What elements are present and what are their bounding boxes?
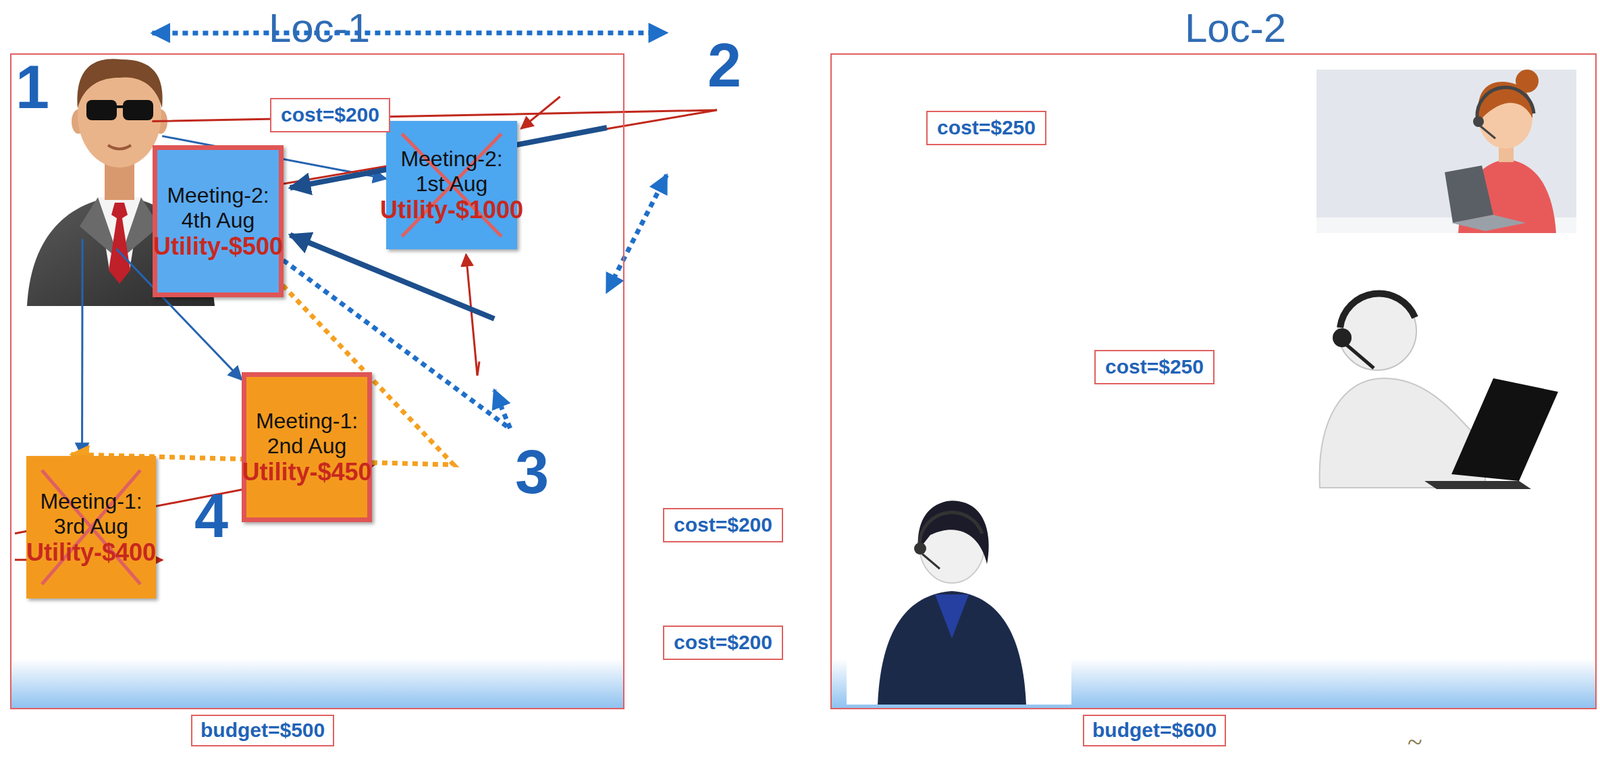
operator-woman-figure <box>1479 125 1496 139</box>
operator-man-figure <box>1332 328 1352 348</box>
cost-label: cost=$200 <box>662 625 784 660</box>
operator-woman-figure <box>914 542 927 555</box>
utility-value: Utility-$450 <box>241 458 372 486</box>
businessman-figure <box>86 99 117 121</box>
person-node: 3 <box>479 230 730 435</box>
operator-woman-figure <box>1451 214 1526 231</box>
businessman-figure <box>122 99 154 121</box>
utility-value: Utility-$500 <box>153 232 283 260</box>
region-ground <box>11 658 624 708</box>
operator-woman-figure <box>1477 87 1534 119</box>
meeting-box: Meeting-1: 2nd AugUtility-$450 <box>241 371 372 522</box>
operator-woman-figure <box>846 484 1072 705</box>
utility-value: Utility-$400 <box>26 538 156 566</box>
operator-woman-figure <box>1473 116 1484 127</box>
callout-number: 3 <box>515 441 549 503</box>
operator-woman-figure <box>935 594 969 638</box>
operator-woman-figure <box>1316 69 1577 233</box>
meeting-title: Meeting-1: 2nd Aug <box>249 408 365 459</box>
operator-man-figure <box>1424 480 1532 489</box>
operator-woman-figure <box>1444 165 1494 223</box>
meeting-box: Meeting-1: 3rd AugUtility-$400 <box>26 455 156 599</box>
assignment-arrow <box>81 238 84 456</box>
meeting-title: Meeting-1: 3rd Aug <box>29 488 154 539</box>
utility-value: Utility-$1000 <box>380 196 524 224</box>
cost-label: cost=$250 <box>926 110 1047 146</box>
operator-woman-figure <box>918 500 990 564</box>
region-ground <box>11 658 1596 708</box>
businessman-figure <box>116 105 124 109</box>
operator-man-figure <box>1346 344 1374 368</box>
meeting-title: Meeting-2: 4th Aug <box>160 182 277 233</box>
operator-woman-figure <box>877 590 1027 705</box>
businessman-figure <box>108 202 131 284</box>
operator-woman-figure <box>919 512 983 544</box>
operator-man-figure <box>1451 378 1559 481</box>
operator-woman-figure <box>846 484 1072 705</box>
meeting-title: Meeting-2: 1st Aug <box>388 146 515 197</box>
meeting-box: Meeting-2: 4th AugUtility-$500 <box>152 145 284 298</box>
operator-man-figure <box>1319 291 1559 489</box>
travel-cost-arrow <box>521 96 561 129</box>
operator-woman-figure <box>1316 69 1577 233</box>
stray-mark: ~ <box>1407 725 1423 758</box>
operator-woman-figure <box>922 553 940 569</box>
cost-label: cost=$250 <box>1094 349 1215 385</box>
person-node: 4 <box>14 430 240 650</box>
businessman-figure <box>108 145 131 150</box>
communication-link <box>151 30 667 36</box>
callout-number: 4 <box>194 485 229 547</box>
location-title: Loc-2 <box>1184 4 1287 52</box>
location-title: Loc-1 <box>268 4 370 52</box>
operator-man-figure <box>1338 291 1417 370</box>
travel-cost-arrow <box>465 254 480 376</box>
person-node: 2 <box>484 14 745 179</box>
operator-man-figure <box>1340 292 1416 328</box>
budget-label: budget=$500 <box>191 714 335 746</box>
communication-link <box>606 174 668 292</box>
cost-label: cost=$200 <box>662 507 784 543</box>
cost-label: cost=$200 <box>270 97 391 133</box>
callout-number: 2 <box>707 35 742 96</box>
callout-number: 1 <box>15 56 50 118</box>
meeting-box: Meeting-2: 1st AugUtility-$1000 <box>386 120 518 250</box>
budget-label: budget=$600 <box>1082 714 1226 746</box>
